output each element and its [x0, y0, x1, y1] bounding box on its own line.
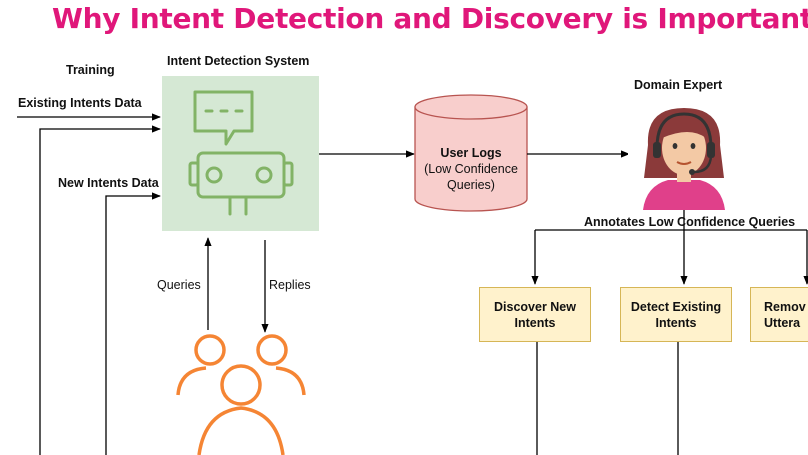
domain-expert-label: Domain Expert	[634, 78, 723, 92]
remove-line1: Remov	[764, 299, 806, 314]
expert-to-boxes-connectors	[531, 210, 808, 455]
support-agent-avatar-icon	[628, 98, 739, 210]
page-title: Why Intent Detection and Discovery is Im…	[52, 2, 808, 35]
discover-line1: Discover New	[494, 299, 576, 314]
user-logs-cylinder	[414, 94, 528, 212]
detect-line2: Intents	[655, 315, 697, 330]
training-connectors	[17, 113, 161, 455]
training-label: Training	[66, 63, 115, 77]
existing-intents-data-label: Existing Intents Data	[18, 96, 142, 110]
queries-label: Queries	[157, 278, 201, 292]
annotates-label: Annotates Low Confidence Queries	[584, 215, 796, 229]
user-logs-title: User Logs	[440, 146, 502, 160]
discover-line2: Intents	[514, 315, 556, 330]
users-group-icon	[176, 334, 306, 455]
detect-line1: Detect Existing	[630, 299, 722, 314]
replies-label: Replies	[269, 278, 311, 292]
remove-line2: Uttera	[764, 315, 801, 330]
user-logs-text: User Logs (Low Confidence Queries)	[415, 145, 527, 193]
user-logs-line1: (Low Confidence	[424, 162, 518, 176]
queries-replies-arrows	[204, 237, 269, 333]
intent-detection-system-label: Intent Detection System	[167, 54, 310, 68]
new-intents-data-label: New Intents Data	[58, 176, 159, 190]
user-logs-line2: Queries)	[447, 178, 495, 192]
robot-chat-icon	[188, 90, 294, 216]
